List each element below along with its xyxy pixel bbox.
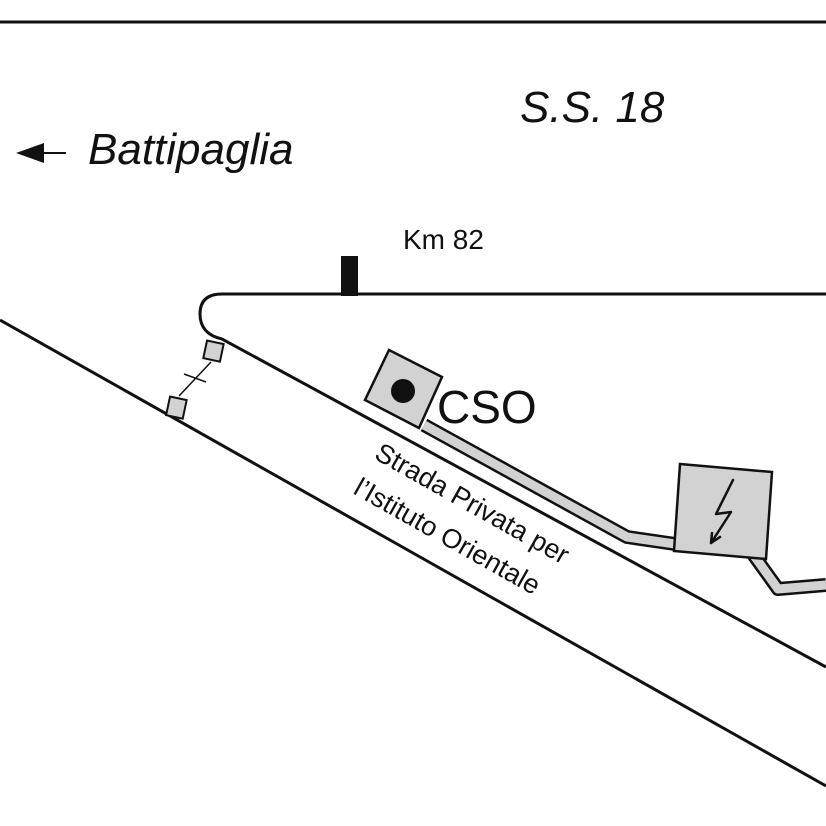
gate-post-upper: [202, 339, 225, 363]
private-road-lower-edge: [0, 318, 826, 788]
arrow-left-icon: [16, 143, 66, 163]
station-label: CSO: [437, 381, 537, 433]
road-name-label: S.S. 18: [520, 83, 665, 132]
station-box: [363, 348, 444, 430]
gate-post-lower: [164, 395, 188, 420]
gate-bar: [178, 361, 212, 397]
gate-tick-1: [183, 373, 207, 383]
km-marker-label: Km 82: [403, 224, 484, 255]
private-road-upper-edge: [198, 292, 826, 669]
km-marker-post: [341, 256, 358, 296]
direction-label: Battipaglia: [88, 125, 293, 174]
station-dot-icon: [391, 379, 415, 403]
lightning-bolt-icon: [709, 478, 735, 545]
electric-cabinet: [672, 462, 774, 561]
